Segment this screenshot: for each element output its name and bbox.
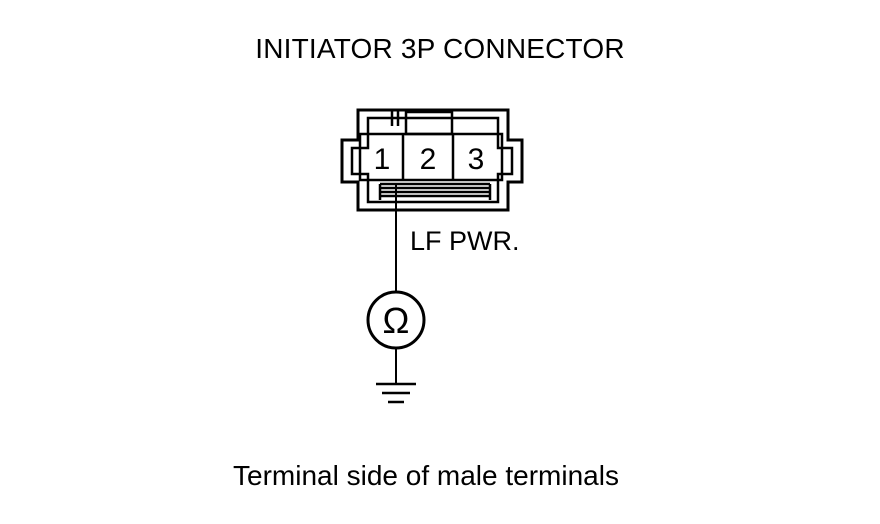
pin-1-label: 1 bbox=[374, 143, 391, 176]
terminal-cavities bbox=[358, 132, 504, 200]
connector-housing bbox=[340, 108, 524, 212]
ground-icon bbox=[376, 382, 416, 404]
ohm-symbol: Ω bbox=[383, 300, 410, 341]
pin-2-label: 2 bbox=[420, 143, 437, 176]
lock-tab bbox=[390, 110, 454, 136]
diagram-caption: Terminal side of male terminals bbox=[233, 460, 619, 491]
pin-3-label: 3 bbox=[468, 143, 485, 176]
wire-label: LF PWR. bbox=[410, 226, 520, 256]
ohmmeter-icon: Ω bbox=[366, 290, 426, 350]
diagram-title: INITIATOR 3P CONNECTOR bbox=[255, 33, 625, 64]
